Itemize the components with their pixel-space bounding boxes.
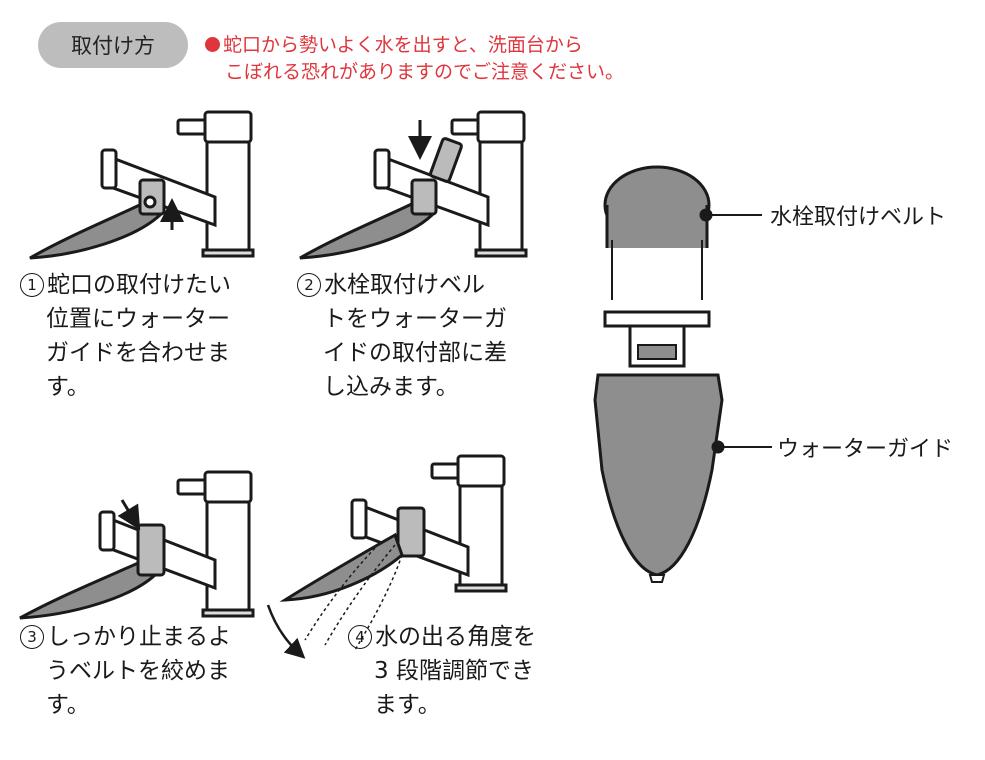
step-1-line-1: 蛇口の取付けたい — [47, 272, 231, 298]
section-badge: 取付け方 — [38, 22, 188, 68]
faucet-illustration-step-2 — [299, 110, 528, 260]
warning-note: 蛇口から勢いよく水を出すと、洗面台から こぼれる恐れがありますのでご注意ください… — [205, 32, 624, 86]
faucet-illustration-step-1 — [29, 110, 255, 260]
warning-line-1: 蛇口から勢いよく水を出すと、洗面台から — [223, 34, 583, 56]
callout-guide: ウォーターガイド — [777, 437, 954, 462]
badge-label: 取付け方 — [71, 34, 155, 58]
step-2-line-1: 水栓取付けベル — [324, 272, 485, 298]
step-3-line-1: しっかり止まるよ — [47, 624, 231, 650]
step-3-line-3: す。 — [46, 692, 90, 718]
step-number-2: 2 — [297, 273, 321, 297]
step-4-line-1: 水の出る角度を — [375, 624, 536, 650]
step-number-4: 4 — [348, 625, 372, 649]
step-1-line-4: す。 — [46, 374, 90, 400]
step-2-line-2: トをウォーターガ — [323, 306, 507, 332]
warning-dot-icon — [205, 37, 220, 52]
step-number-3: 3 — [20, 625, 44, 649]
step-1-line-3: ガイドを合わせま — [46, 340, 230, 366]
step-number-1: 1 — [20, 273, 44, 297]
step-2-line-4: し込みます。 — [323, 374, 459, 400]
faucet-illustration-step-3 — [19, 470, 255, 620]
product-diagram — [593, 165, 772, 583]
step-1-line-2: 位置にウォーター — [46, 306, 230, 332]
faucet-illustration-step-4 — [266, 454, 508, 659]
step-4-line-3: ます。 — [374, 692, 441, 718]
step-2-line-3: イドの取付部に差 — [323, 340, 507, 366]
warning-line-2: こぼれる恐れがありますのでご注意ください。 — [225, 61, 625, 83]
callout-belt: 水栓取付けベルト — [770, 205, 947, 230]
step-3-line-2: うベルトを絞めま — [46, 658, 230, 684]
step-4-line-2: 3 段階調節でき — [374, 658, 534, 684]
